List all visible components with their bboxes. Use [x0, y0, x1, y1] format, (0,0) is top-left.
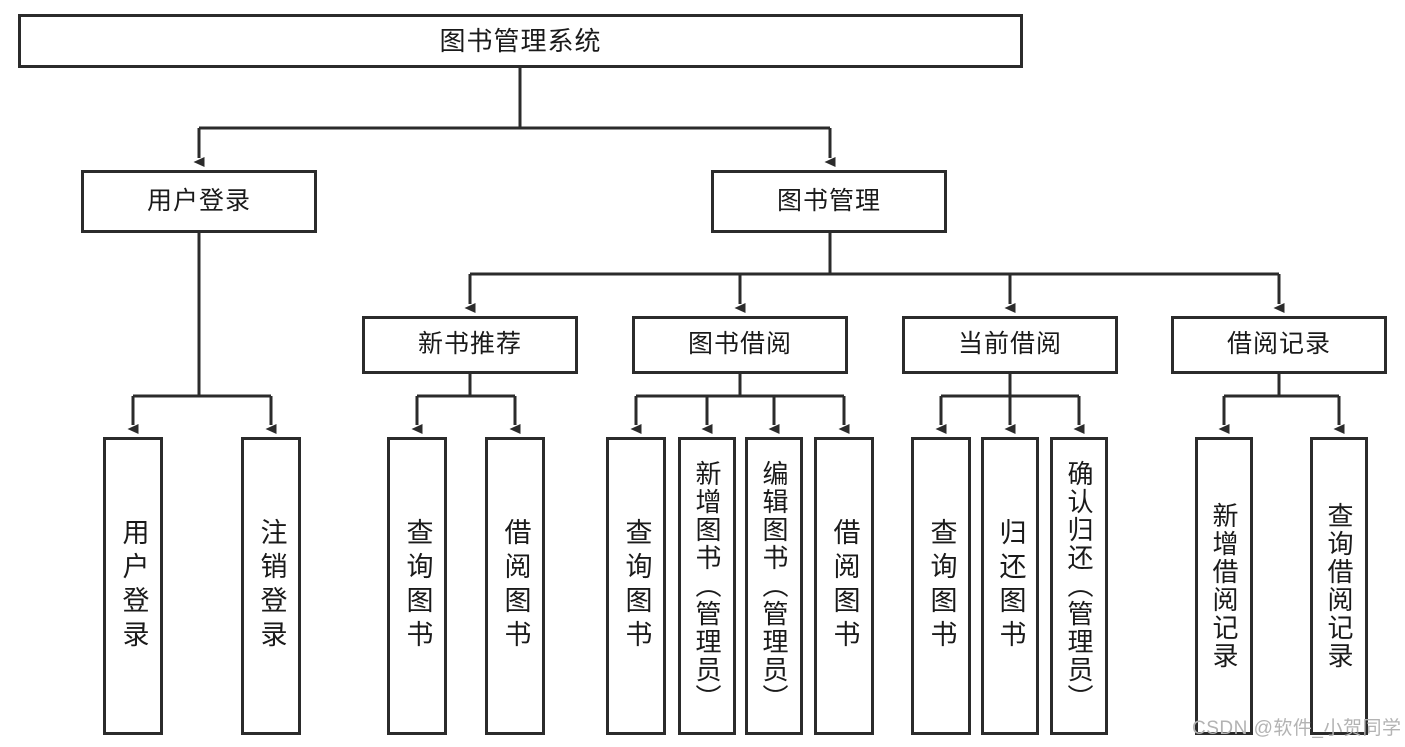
leaf-borrow-book[interactable]: 借阅图书 [814, 437, 874, 735]
leaf-return-book[interactable]: 归还图书 [981, 437, 1039, 735]
node-label: 图书管理系统 [439, 25, 602, 56]
leaf-user-login[interactable]: 用户登录 [103, 437, 163, 735]
node-label: 借阅图书 [829, 518, 860, 654]
node-label: 图书管理 [776, 186, 881, 215]
leaf-add-borrow-record[interactable]: 新增借阅记录 [1195, 437, 1253, 735]
leaf-query-book-recommend[interactable]: 查询图书 [387, 437, 447, 735]
node-label: 用户登录 [118, 518, 149, 654]
node-label: 注销登录 [256, 518, 287, 654]
node-root-book-management-system[interactable]: 图书管理系统 [18, 14, 1023, 68]
node-book-management[interactable]: 图书管理 [711, 170, 947, 233]
node-label: 当前借阅 [957, 330, 1062, 359]
watermark-text: CSDN @软件_小贺同学 [1192, 718, 1402, 739]
leaf-edit-book-admin[interactable]: 编辑图书（管理员） [745, 437, 803, 735]
node-label: 借阅记录 [1226, 330, 1331, 359]
node-label: 查询图书 [402, 518, 433, 654]
leaf-confirm-return-admin[interactable]: 确认归还（管理员） [1050, 437, 1108, 735]
leaf-add-book-admin[interactable]: 新增图书（管理员） [678, 437, 736, 735]
node-label: 借阅图书 [500, 518, 531, 654]
node-label: 新增图书（管理员） [692, 460, 722, 712]
node-user-login[interactable]: 用户登录 [81, 170, 317, 233]
node-book-borrow[interactable]: 图书借阅 [632, 316, 848, 374]
leaf-query-borrow-record[interactable]: 查询借阅记录 [1310, 437, 1368, 735]
node-label: 查询图书 [621, 518, 652, 654]
node-label: 用户登录 [146, 186, 251, 215]
leaf-query-book-current[interactable]: 查询图书 [911, 437, 971, 735]
node-label: 确认归还（管理员） [1064, 460, 1094, 712]
node-label: 查询图书 [926, 518, 957, 654]
node-label: 新书推荐 [417, 330, 522, 359]
node-label: 编辑图书（管理员） [759, 460, 789, 712]
node-label: 归还图书 [995, 518, 1026, 654]
leaf-logout[interactable]: 注销登录 [241, 437, 301, 735]
node-label: 新增借阅记录 [1209, 502, 1239, 670]
leaf-borrow-book-recommend[interactable]: 借阅图书 [485, 437, 545, 735]
node-current-borrow[interactable]: 当前借阅 [902, 316, 1118, 374]
node-borrow-record[interactable]: 借阅记录 [1171, 316, 1387, 374]
leaf-query-book-borrow[interactable]: 查询图书 [606, 437, 666, 735]
node-label: 图书借阅 [687, 330, 792, 359]
node-label: 查询借阅记录 [1324, 502, 1354, 670]
node-new-book-recommend[interactable]: 新书推荐 [362, 316, 578, 374]
